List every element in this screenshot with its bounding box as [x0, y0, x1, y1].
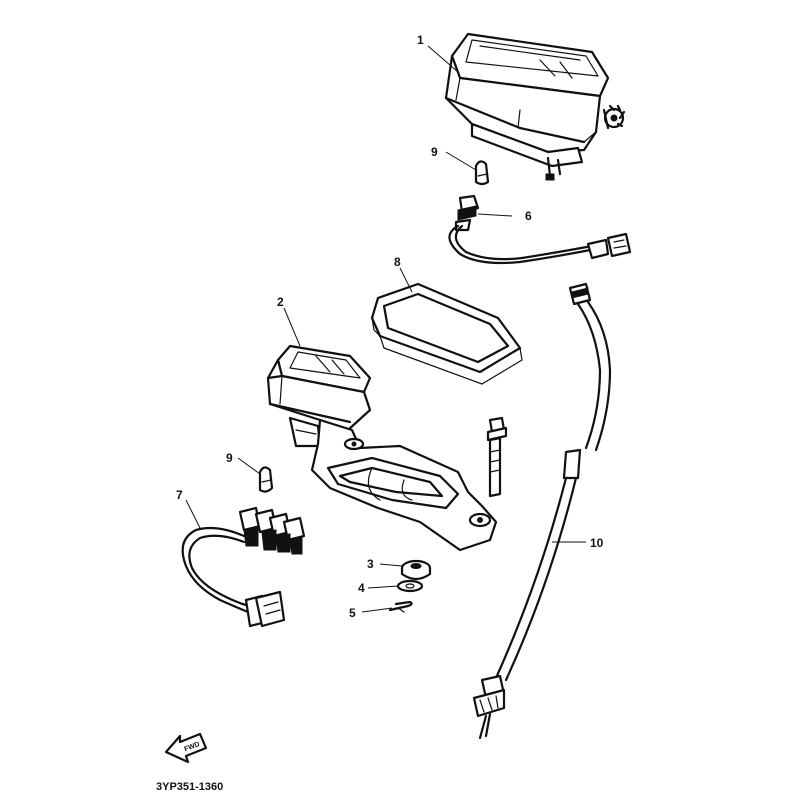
speedometer-cable-part-10 [472, 282, 612, 740]
callout-5: 5 [349, 606, 356, 620]
fwd-direction-arrow: FWD [164, 732, 208, 764]
socket-harness-part-7 [181, 506, 306, 628]
callout-1: 1 [417, 33, 424, 47]
diagram-code: 3YP351-1360 [156, 781, 223, 793]
mounting-bolt [486, 416, 508, 498]
callout-labels: 1 2 3 4 5 6 7 8 9 9 10 [176, 33, 604, 620]
socket-lead-part-6 [448, 194, 632, 265]
callout-7: 7 [176, 488, 183, 502]
clip-part-5 [388, 600, 413, 613]
leader-lines [185, 45, 586, 613]
bulb-part-9-lower [258, 466, 274, 493]
callout-6: 6 [525, 209, 532, 223]
callout-10: 10 [590, 536, 604, 550]
callout-4: 4 [358, 581, 365, 595]
washer-part-4 [396, 579, 424, 593]
meter-housing-part-1 [444, 32, 626, 181]
callout-9-lower: 9 [226, 451, 233, 465]
gasket-part-8 [370, 282, 523, 385]
callout-2: 2 [277, 295, 284, 309]
meter-bracket [310, 418, 498, 552]
callout-8: 8 [394, 255, 401, 269]
tachometer-part-2 [266, 344, 372, 448]
callout-9-upper: 9 [431, 145, 438, 159]
callout-3: 3 [367, 557, 374, 571]
bulb-part-9-upper [474, 160, 490, 186]
grommet-part-3 [400, 559, 432, 581]
